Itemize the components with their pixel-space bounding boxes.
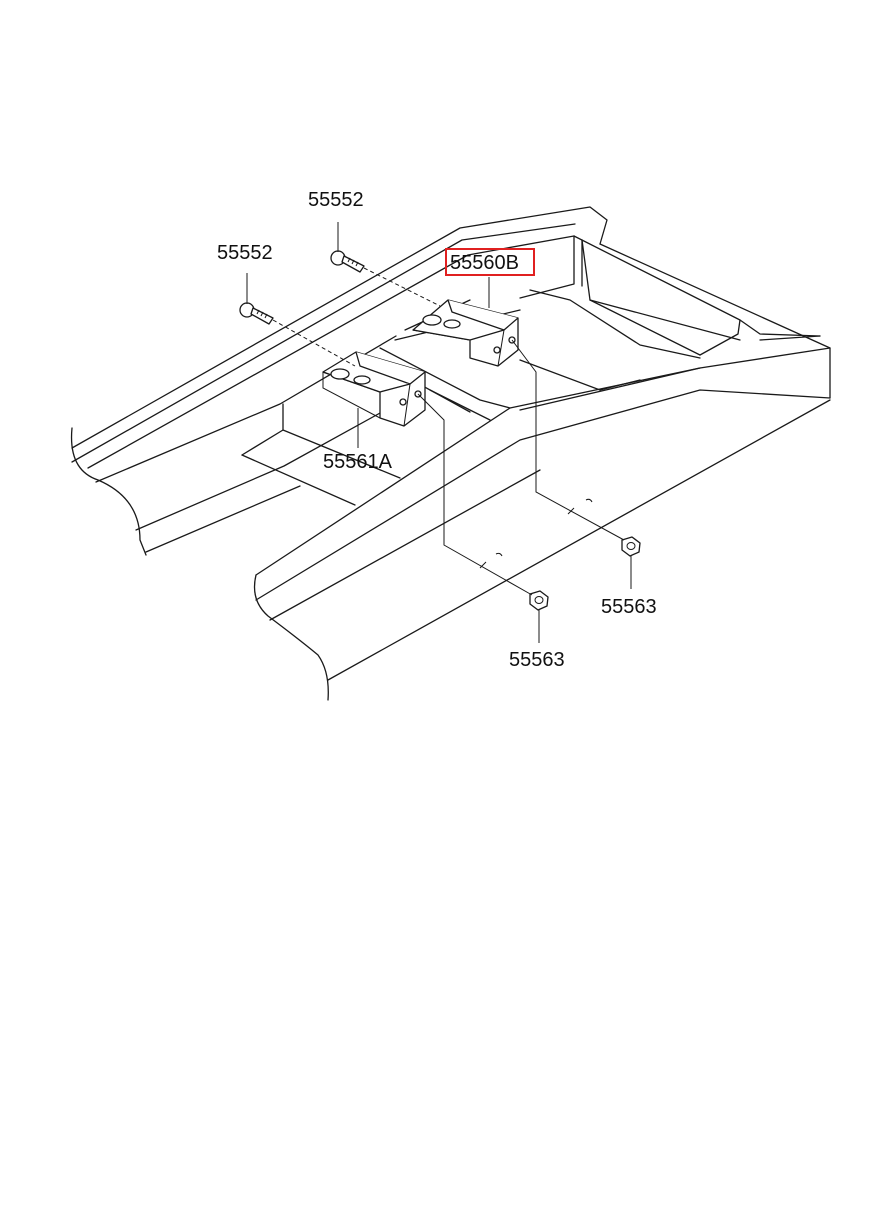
nut-right — [621, 536, 641, 557]
assembly-lines — [272, 267, 625, 596]
leader-lines — [246, 222, 632, 643]
callout-55563-right[interactable]: 55563 — [601, 596, 657, 618]
callout-55560b[interactable]: 55560B — [450, 252, 519, 274]
frame-body — [70, 206, 831, 701]
callout-55563-lower[interactable]: 55563 — [509, 649, 565, 671]
callout-55552-upper[interactable]: 55552 — [308, 189, 364, 211]
callout-55561a[interactable]: 55561A — [323, 451, 393, 473]
bracket-55560b — [412, 299, 519, 367]
bolt-upper — [330, 250, 365, 273]
callout-55552-lower[interactable]: 55552 — [217, 242, 273, 264]
bracket-55561a — [322, 351, 426, 427]
bolt-lower — [239, 302, 274, 325]
nut-lower — [529, 590, 549, 611]
callout-highlight-box — [445, 248, 535, 276]
